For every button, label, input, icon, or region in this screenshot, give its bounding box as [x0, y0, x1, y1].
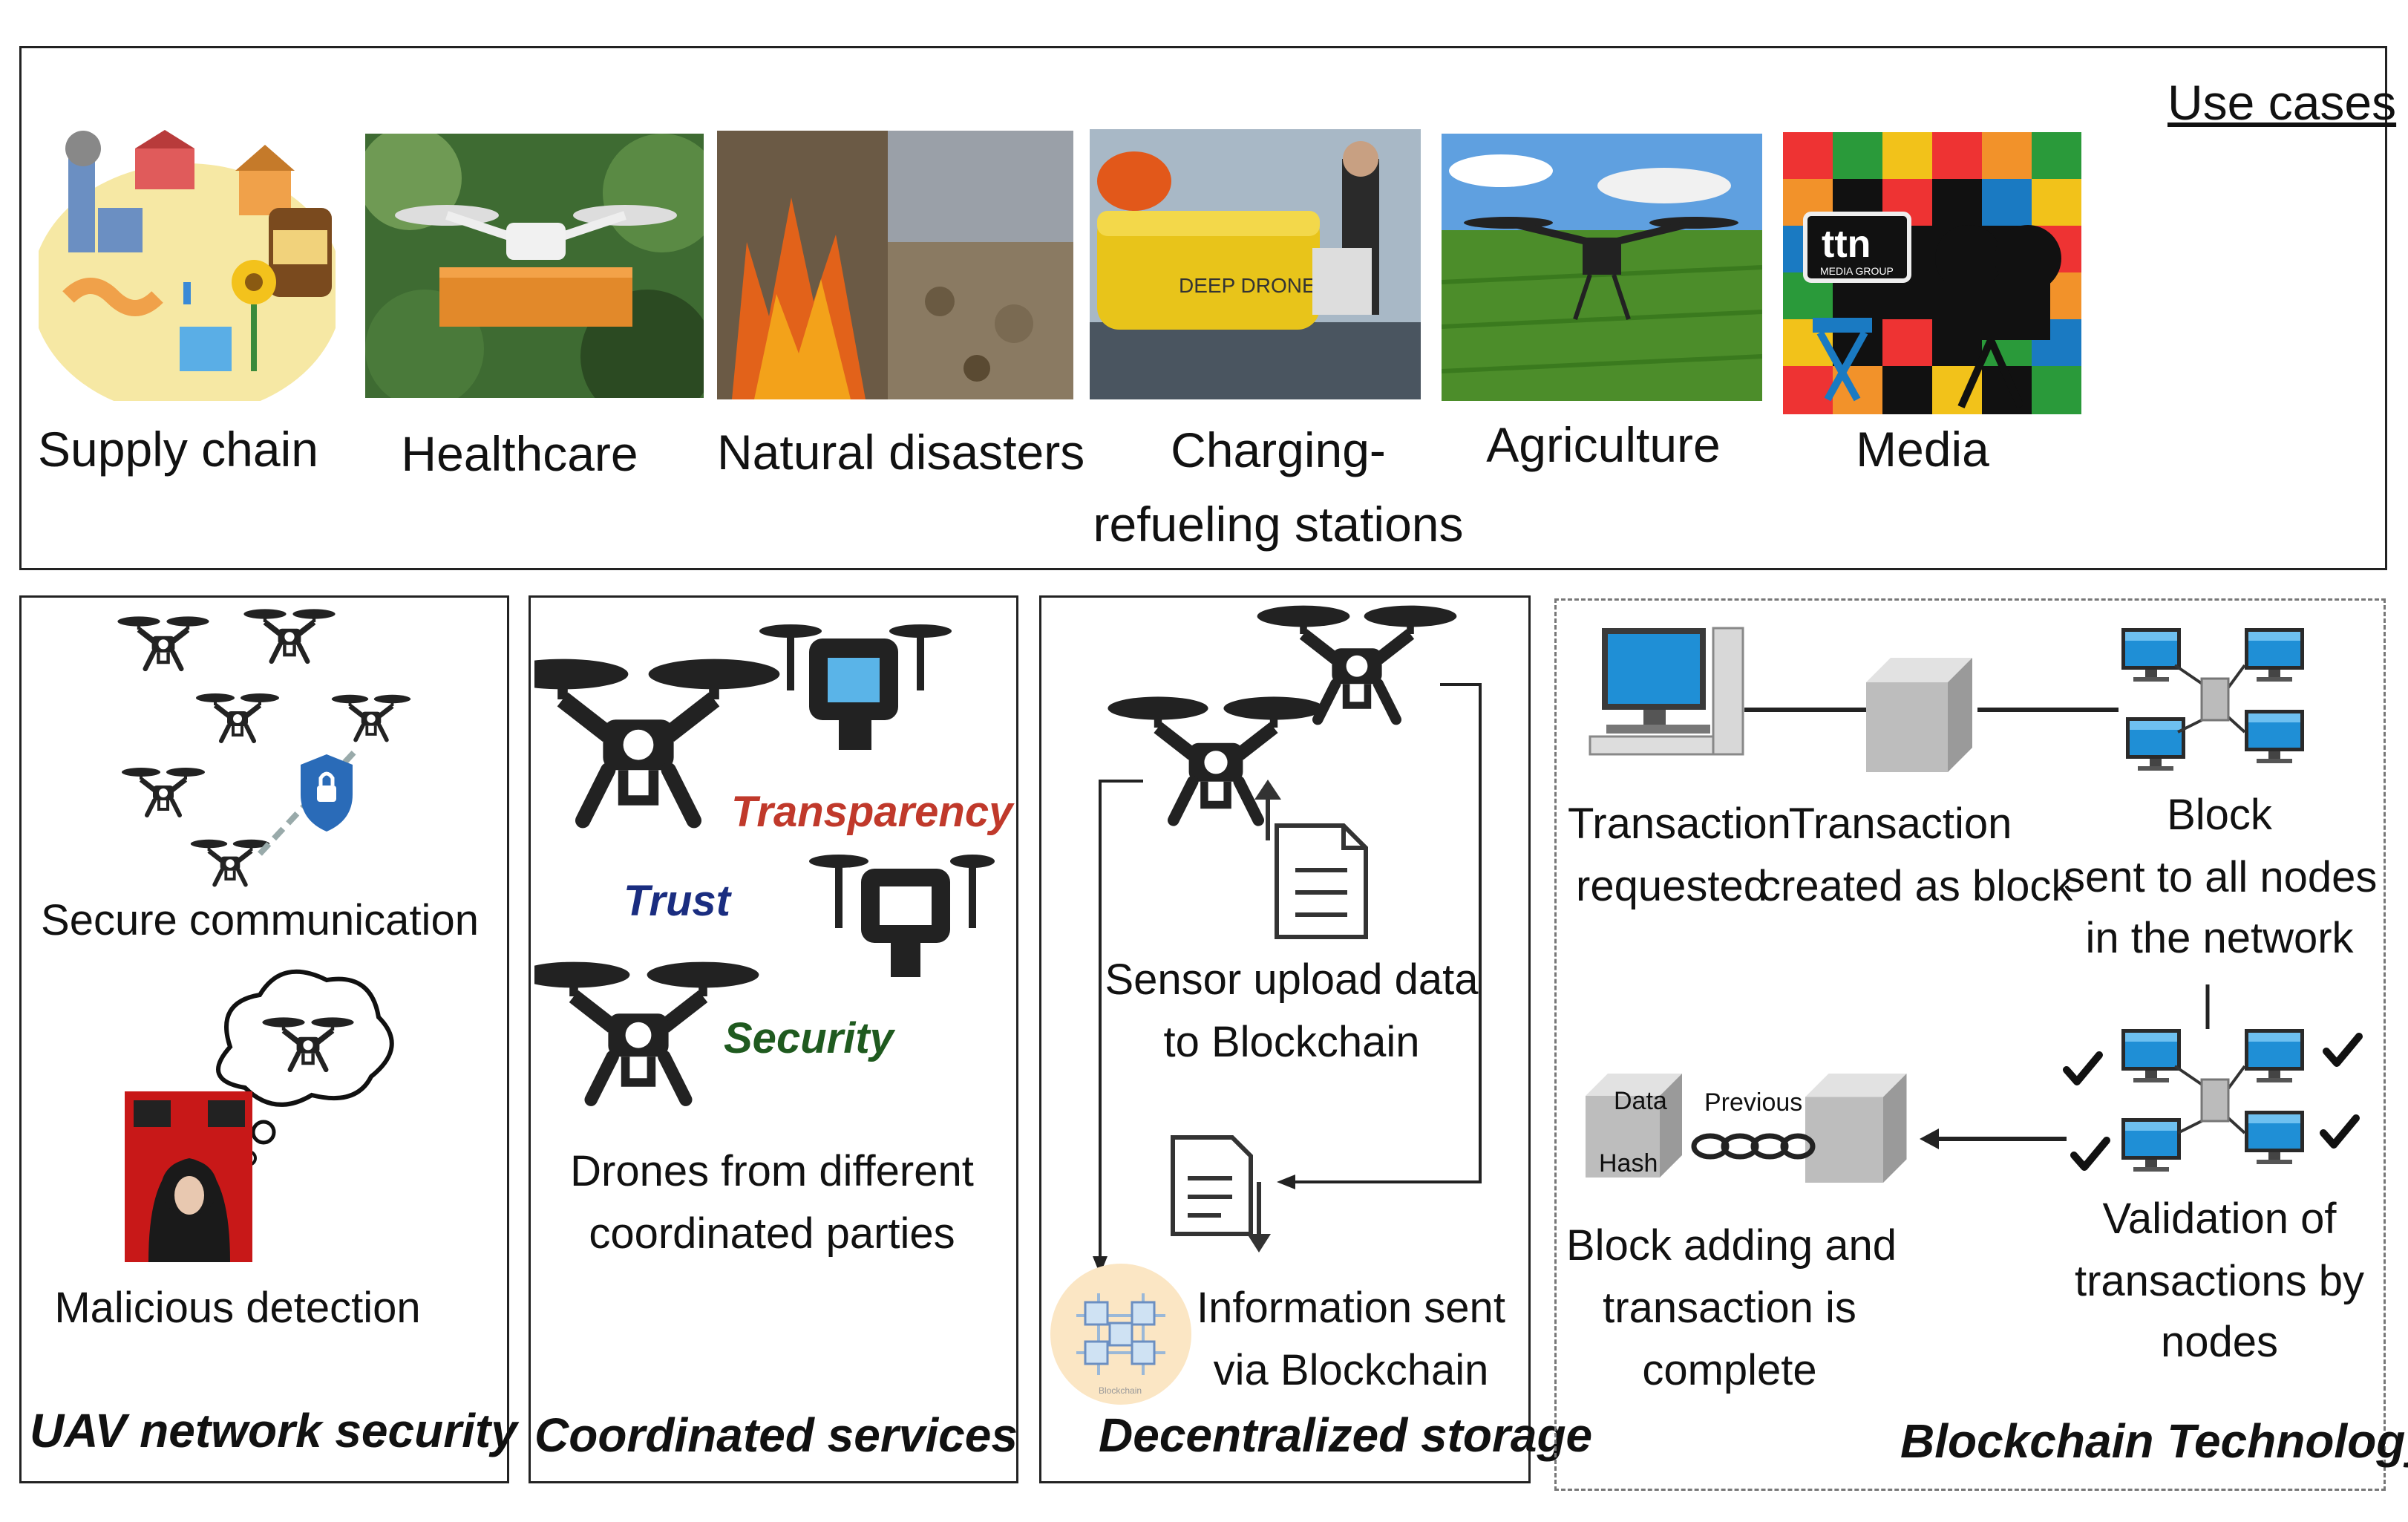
shield-lock-icon [301, 754, 353, 832]
cargo-drone-icon [809, 855, 995, 977]
transaction-created-line1: Transaction [1788, 800, 2012, 848]
validation-line1: Validation of [2102, 1195, 2337, 1243]
checkmark-icon [2326, 1036, 2359, 1063]
transaction-requested-line2: requested [1576, 862, 1767, 910]
node-network-icon [2121, 628, 2304, 771]
blockchain-technology-panel [1554, 598, 2386, 1491]
uav-secure-drones [111, 609, 423, 906]
decentralized-storage-panel [1039, 595, 1531, 1483]
security-label: Security [724, 1014, 894, 1062]
download-document-icon [1171, 1135, 1271, 1252]
drone-icon [191, 840, 269, 885]
drone-icon [196, 693, 279, 741]
media-logo-subtext: MEDIA GROUP [1820, 265, 1894, 277]
media-logo-text: ttn [1822, 223, 1871, 266]
checkmark-icon [2074, 1140, 2107, 1167]
coordinated-drones [534, 624, 995, 1129]
sensor-upload-line2: to Blockchain [1163, 1018, 1420, 1066]
use-cases-panel [19, 46, 2387, 570]
uav-network-security-panel [19, 595, 509, 1483]
upload-document-icon [1254, 780, 1368, 939]
validation-network-icon [2121, 1029, 2304, 1172]
drone-icon [332, 695, 410, 740]
coordinated-services-title: Coordinated services [534, 1408, 1018, 1462]
supply-chain-image [39, 126, 336, 401]
hacker-icon [125, 1091, 252, 1262]
cargo-drone-icon [759, 624, 952, 750]
coordinated-services-panel [529, 595, 1018, 1483]
transparency-label: Transparency [731, 788, 1013, 836]
use-cases-heading: Use cases [2167, 75, 2397, 130]
transaction-created-line2: created as block [1759, 862, 2073, 910]
use-case-label-natural-disasters: Natural disasters [717, 425, 1085, 480]
information-sent-line1: Information sent [1197, 1284, 1505, 1332]
block-adding-line1: Block adding and [1566, 1221, 1897, 1270]
blockchain-flow: Data Hash Previous [1586, 627, 2386, 1183]
desktop-computer-icon [1589, 627, 1744, 756]
previous-block-cube-icon [1805, 1074, 1907, 1183]
use-case-label-media: Media [1856, 422, 1989, 477]
chain-link-icon [1691, 1133, 1816, 1160]
use-case-label-charging-refueling: Charging-refueling stations [1093, 422, 1464, 552]
decentralized-storage-title: Decentralized storage [1099, 1408, 1593, 1462]
drone-icon [117, 616, 209, 668]
malicious-detection-illustration [125, 969, 394, 1262]
block-sent-line1: Block [2167, 791, 2272, 839]
uav-network-security-title: UAV network security [30, 1404, 517, 1457]
use-case-label-agriculture: Agriculture [1486, 417, 1721, 472]
healthcare-image [365, 134, 704, 398]
drone-icon [122, 768, 205, 815]
validation-line3: nodes [2160, 1318, 2279, 1366]
agriculture-image [1442, 134, 1762, 401]
use-case-label-healthcare: Healthcare [401, 426, 638, 481]
hash-label: Hash [1599, 1149, 1658, 1178]
use-case-label-supply-chain: Supply chain [38, 422, 318, 477]
previous-label: Previous [1704, 1088, 1802, 1117]
block-cube-icon [1866, 658, 1972, 772]
drone-icon [1108, 696, 1324, 820]
transaction-requested-line1: Transaction [1568, 800, 1791, 848]
block-adding-line2: transaction is [1603, 1284, 1856, 1332]
checkmark-icon [2067, 1055, 2099, 1082]
sensor-upload-line1: Sensor upload data [1105, 956, 1479, 1004]
coordinated-caption-line2: coordinated parties [589, 1209, 955, 1258]
blockchain-technology-title: Blockchain Technology [1900, 1414, 2408, 1468]
blockchain-icon-caption: Blockchain [1099, 1385, 1142, 1396]
media-image: ttn MEDIA GROUP [1783, 132, 2081, 414]
boat-label: DEEP DRONE [1179, 274, 1316, 297]
blockchain-network-icon: Blockchain [1050, 1264, 1191, 1405]
validation-line2: transactions by [2074, 1257, 2365, 1305]
drone-icon [243, 609, 335, 661]
secure-communication-label: Secure communication [41, 896, 479, 944]
data-label: Data [1614, 1087, 1667, 1115]
block-sent-line2: sent to all nodes [2064, 853, 2378, 901]
natural-disasters-image [717, 131, 1073, 399]
coordinated-caption-line1: Drones from different [570, 1147, 974, 1195]
malicious-detection-label: Malicious detection [54, 1284, 421, 1332]
trust-label: Trust [624, 877, 730, 925]
storage-flow: Blockchain [1050, 595, 1482, 1405]
block-sent-line3: in the network [2085, 914, 2354, 962]
checkmark-icon [2323, 1118, 2356, 1145]
charging-refueling-image: DEEP DRONE [1090, 129, 1421, 399]
information-sent-line2: via Blockchain [1213, 1346, 1489, 1394]
block-adding-line3: complete [1642, 1346, 1817, 1394]
